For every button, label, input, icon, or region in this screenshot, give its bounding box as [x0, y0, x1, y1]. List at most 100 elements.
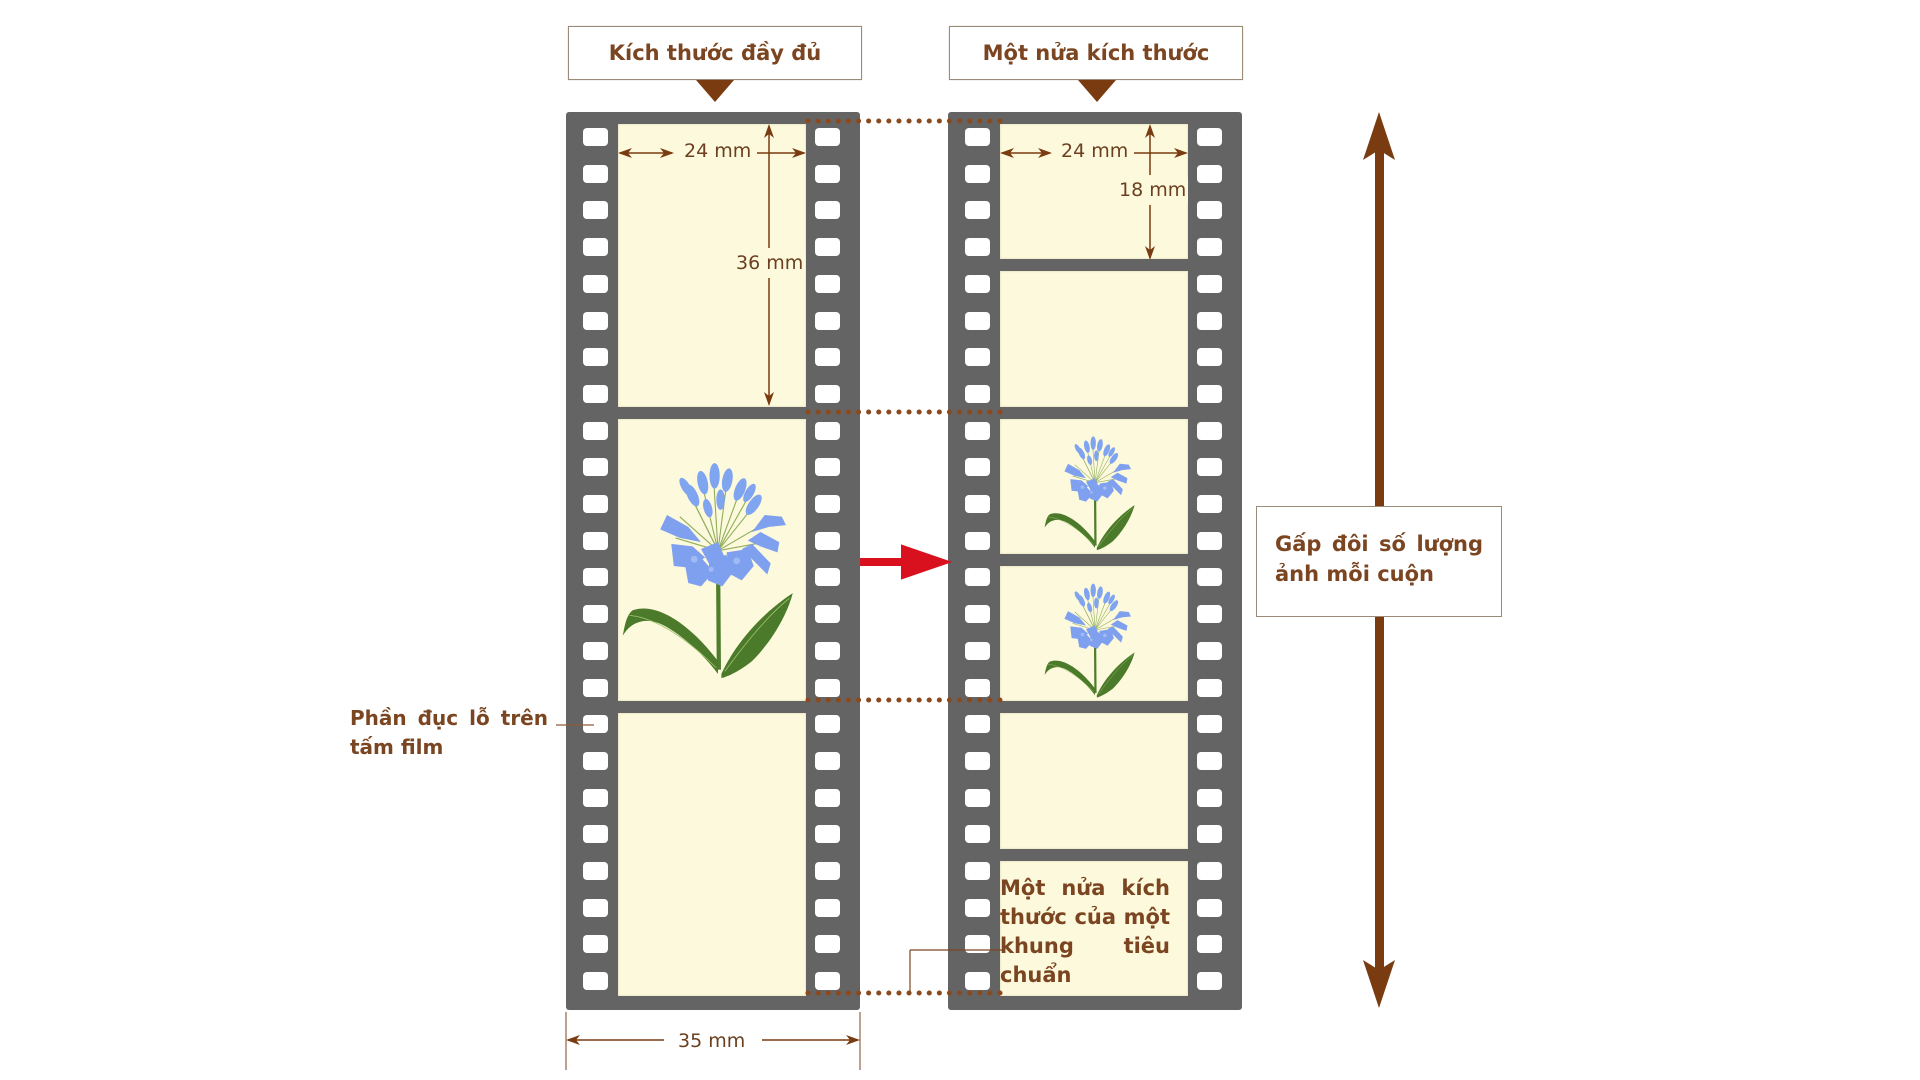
flower-illustration-full [623, 463, 793, 678]
perforation-hole [1197, 715, 1222, 734]
perforation-hole [815, 862, 840, 880]
perforation-hole [965, 972, 990, 991]
perforation-hole [965, 311, 990, 330]
perforation-hole [1197, 641, 1222, 660]
perforation-hole [1197, 935, 1222, 954]
perforation-hole [815, 935, 840, 954]
perforation-hole [815, 384, 840, 403]
film-width-label: 35 mm [670, 1030, 754, 1052]
perforation-hole [583, 348, 608, 367]
perforation-hole [1197, 972, 1222, 991]
perforation-hole [583, 238, 608, 257]
perforation-hole [1197, 825, 1222, 844]
perforation-hole [583, 495, 608, 513]
flower-illustration-half [1043, 582, 1136, 699]
perforation-hole [1197, 788, 1222, 807]
perforation-hole [815, 311, 840, 330]
full-size-pointer-icon [696, 80, 734, 102]
double-count-arrow-down-icon [1363, 960, 1395, 1008]
perforation-hole [815, 788, 840, 807]
perforation-hole [965, 421, 990, 440]
full-frame [618, 713, 806, 996]
perforation-hole [965, 531, 990, 550]
perforation-hole [1197, 348, 1222, 367]
perforation-hole [1197, 238, 1222, 257]
perforation-hole [1197, 274, 1222, 293]
perforation-hole [815, 531, 840, 550]
perforation-hole [1197, 862, 1222, 880]
perforation-hole [815, 751, 840, 770]
perforation-hole [583, 274, 608, 293]
perforation-hole [965, 715, 990, 734]
perforation-hole [1197, 458, 1222, 477]
perforation-hole [583, 788, 608, 807]
perforation-hole [965, 605, 990, 624]
perforation-hole [965, 935, 990, 954]
half-frame [1000, 713, 1188, 849]
perforation-hole [583, 311, 608, 330]
perforation-hole [815, 201, 840, 220]
perforation-hole [583, 421, 608, 440]
half-size-pointer-icon [1078, 80, 1116, 102]
perforation-hole [965, 678, 990, 697]
perforation-hole [1197, 568, 1222, 587]
transition-arrow-head [902, 546, 942, 578]
perforation-hole [815, 605, 840, 624]
perforation-hole [1197, 421, 1222, 440]
perforation-hole [583, 825, 608, 844]
perforation-hole [583, 531, 608, 550]
perforation-hole [815, 458, 840, 477]
perforation-hole [815, 898, 840, 917]
half-frame [1000, 860, 1188, 996]
half-size-header: Một nửa kích thước [949, 26, 1243, 80]
perforation-hole [1197, 201, 1222, 220]
perforation-hole [815, 972, 840, 991]
perforation-hole [965, 825, 990, 844]
perforation-hole [1197, 531, 1222, 550]
half-frame-film-strip [948, 112, 1242, 1010]
flower-illustration-half [1043, 435, 1136, 552]
full-size-header-text: Kích thước đầy đủ [608, 41, 822, 65]
perforation-hole [583, 605, 608, 624]
half-width-label: 24 mm [1055, 140, 1135, 162]
perforation-hole [965, 568, 990, 587]
perforation-hole [965, 128, 990, 146]
full-height-label: 36 mm [734, 250, 806, 276]
perforation-hole [965, 201, 990, 220]
perforation-hole [965, 495, 990, 513]
perforation-hole [965, 862, 990, 880]
perforation-hole [583, 384, 608, 403]
perforation-hole [583, 935, 608, 954]
perforation-hole [815, 825, 840, 844]
perforation-hole [815, 641, 840, 660]
perforation-hole [1197, 384, 1222, 403]
perforation-hole [1197, 605, 1222, 624]
half-size-header-text: Một nửa kích thước [982, 41, 1210, 65]
perforation-hole [965, 788, 990, 807]
perforation-hole [815, 348, 840, 367]
perforation-hole [583, 898, 608, 917]
perforation-hole [583, 641, 608, 660]
perforation-hole [965, 348, 990, 367]
perforation-hole [1197, 678, 1222, 697]
perforation-hole [815, 238, 840, 257]
perforation-hole [965, 384, 990, 403]
perforation-hole [965, 238, 990, 257]
perforation-hole [965, 641, 990, 660]
perforation-hole [815, 274, 840, 293]
perforation-hole [815, 568, 840, 587]
perforation-hole [1197, 898, 1222, 917]
perforation-hole [815, 715, 840, 734]
perforation-hole [965, 458, 990, 477]
perforation-hole [1197, 495, 1222, 513]
double-count-arrow-up-icon [1363, 112, 1395, 160]
perforation-hole [583, 128, 608, 146]
perforation-hole [1197, 311, 1222, 330]
perforation-hole [583, 751, 608, 770]
perforation-hole [583, 678, 608, 697]
double-count-box: Gấp đôi số lượng ảnh mỗi cuộn [1256, 506, 1502, 617]
perforation-hole [965, 898, 990, 917]
perforation-hole [815, 495, 840, 513]
perforation-hole [965, 274, 990, 293]
